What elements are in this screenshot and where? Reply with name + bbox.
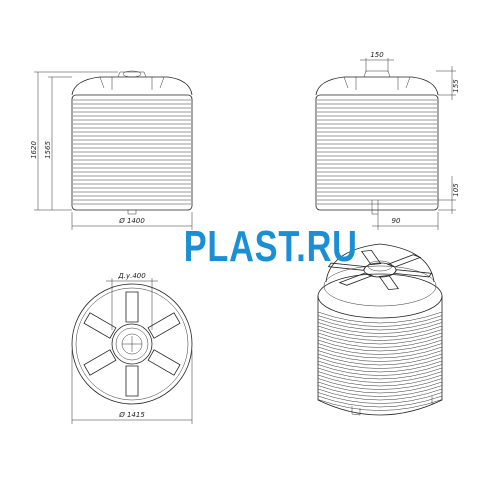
tank-spoke xyxy=(386,254,422,268)
top-view: Д.у.400 Ø 1415 xyxy=(71,272,193,424)
tank-rib xyxy=(317,343,443,355)
tank-spoke xyxy=(378,274,400,291)
tank-spoke xyxy=(147,312,181,339)
tank-rib xyxy=(317,311,443,324)
front-diameter: Ø 1400 xyxy=(118,217,145,225)
tank-rib xyxy=(317,339,443,352)
tank-rib xyxy=(317,367,443,380)
front-view: 1620 1565 Ø 1400 xyxy=(30,70,193,230)
tank-rib xyxy=(317,395,443,408)
tank-spoke xyxy=(147,349,181,376)
tank-spoke xyxy=(338,272,374,286)
side-neck-width: 150 xyxy=(370,51,384,59)
tank-rib xyxy=(317,399,443,411)
tank-rib xyxy=(317,381,443,394)
top-diameter: Ø 1415 xyxy=(118,411,145,419)
tank-spoke xyxy=(83,349,117,376)
tank-spoke xyxy=(125,291,139,323)
tank-rib xyxy=(317,388,443,401)
tank-rib xyxy=(317,392,443,404)
side-outlet-height: 105 xyxy=(452,183,460,197)
tank-spoke xyxy=(125,365,139,397)
tank-rib xyxy=(317,353,443,366)
side-top-height: 155 xyxy=(452,79,460,93)
side-outlet-offset: 90 xyxy=(392,217,401,225)
tank-rib xyxy=(317,364,443,376)
tank-rib xyxy=(317,325,443,338)
tank-rib xyxy=(317,322,443,334)
tank-rib xyxy=(317,336,443,348)
front-height-body: 1565 xyxy=(44,141,52,159)
tank-rib xyxy=(317,374,443,387)
tank-rib xyxy=(317,360,443,373)
tank-rib xyxy=(317,332,443,345)
isometric-view xyxy=(317,243,443,416)
tank-rib xyxy=(317,315,443,327)
top-hatch-label: Д.у.400 xyxy=(117,272,146,280)
tank-spoke xyxy=(393,269,433,278)
side-view: 150 155 105 90 xyxy=(315,51,460,230)
tank-rib xyxy=(317,371,443,383)
tank-spoke xyxy=(83,312,117,339)
tank-rib xyxy=(317,357,443,369)
tank-rib xyxy=(317,346,443,359)
tank-rib xyxy=(317,329,443,341)
tank-rib xyxy=(317,385,443,397)
tank-rib xyxy=(317,318,443,331)
tank-rib xyxy=(317,350,443,362)
brand-logo: PLAST.RU xyxy=(183,222,358,271)
front-height-total: 1620 xyxy=(30,141,38,159)
tank-spoke xyxy=(360,249,382,266)
tank-rib xyxy=(317,378,443,390)
